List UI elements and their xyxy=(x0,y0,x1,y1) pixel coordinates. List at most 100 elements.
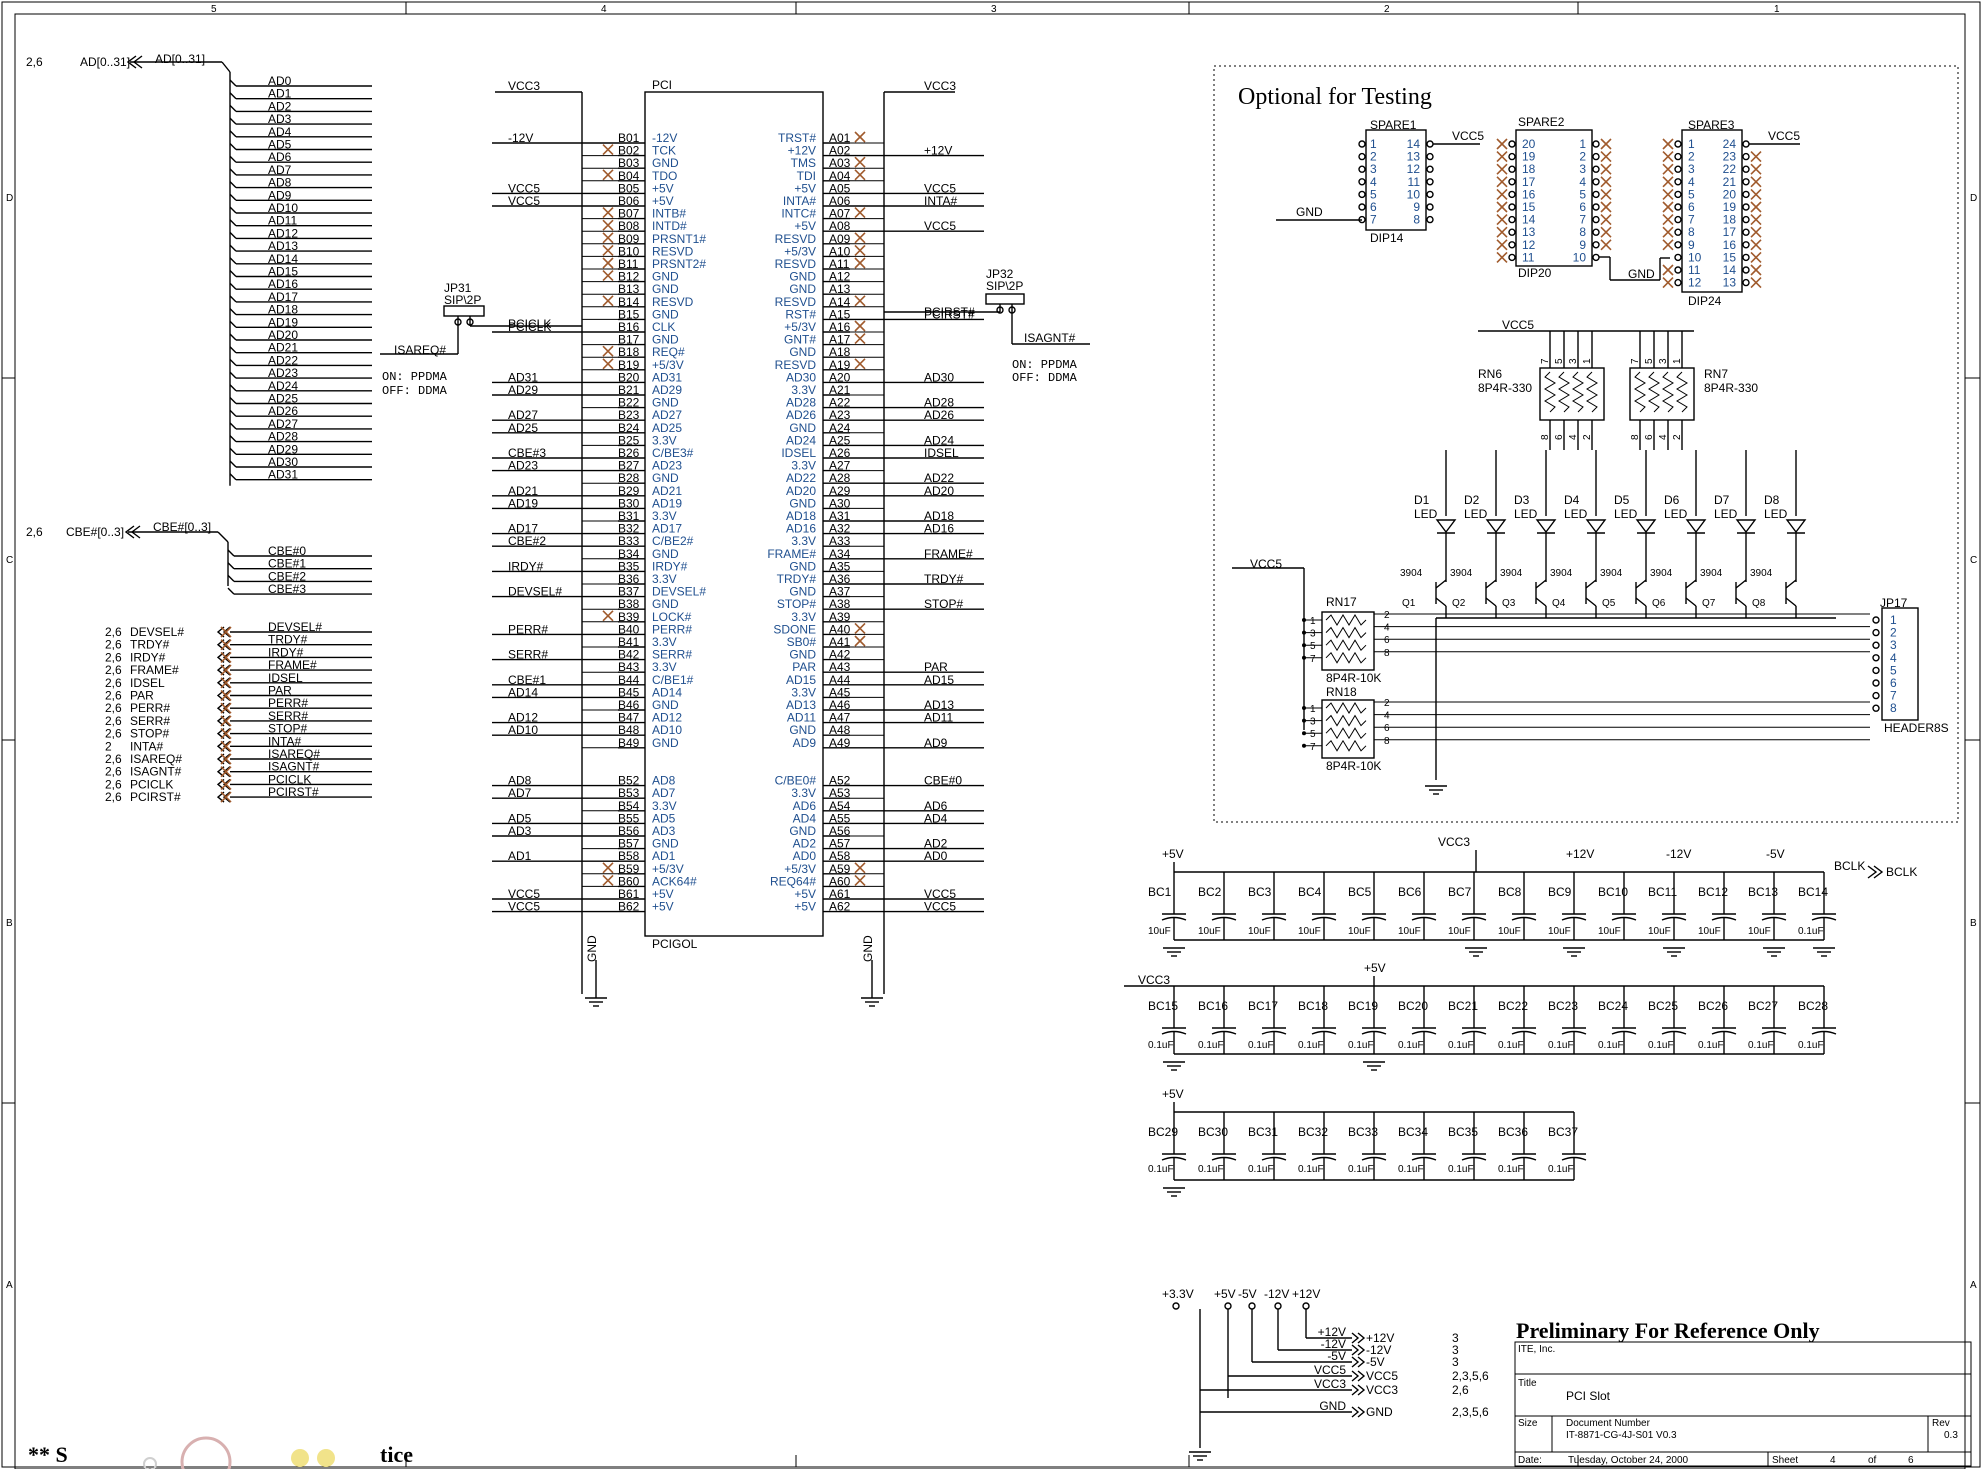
no-connect-mark xyxy=(1496,251,1508,263)
pci-pin-number: B10 xyxy=(618,244,640,258)
no-connect-mark xyxy=(1750,264,1762,276)
title-block: Preliminary For Reference Only ITE, Inc.… xyxy=(1514,1318,1972,1467)
pci-pin-number: B09 xyxy=(618,232,640,246)
no-connect-mark xyxy=(220,626,232,638)
capacitor-plate xyxy=(1361,1030,1387,1035)
power-port-label: -5V xyxy=(1366,1355,1385,1369)
no-connect-mark xyxy=(220,715,232,727)
pci-pin-number: B45 xyxy=(618,685,640,699)
spare2-body xyxy=(1515,129,1593,267)
spare2-pin-left: 18 xyxy=(1522,162,1536,176)
rn6-value: 8P4R-330 xyxy=(1478,381,1532,395)
pci-pin-signal: +5V xyxy=(652,887,674,901)
pci-pin-signal: RESVD xyxy=(775,232,817,246)
transistor-value: 3904 xyxy=(1550,568,1573,579)
pci-pin-signal: AD14 xyxy=(652,685,682,699)
pci-net-label: AD17 xyxy=(508,522,538,536)
capacitor-value: 10uF xyxy=(1198,926,1221,937)
capacitor-plate xyxy=(1711,1030,1737,1035)
rn17-pin-right: 2 xyxy=(1384,610,1390,621)
ctrl-signal-ref: 2,6 xyxy=(105,663,122,677)
junction-dot xyxy=(1302,630,1306,635)
pci-net-label: AD8 xyxy=(508,774,532,788)
pci-pin-number: A56 xyxy=(829,824,851,838)
pci-pin-number: B54 xyxy=(618,799,640,813)
cap-net-label: -12V xyxy=(1666,847,1691,861)
pci-pin-signal: REQ64# xyxy=(770,874,816,888)
pci-pin-number: B37 xyxy=(618,585,640,599)
pci-pin-signal: RESVD xyxy=(775,295,817,309)
capacitor-plate xyxy=(1761,916,1787,921)
power-rail-label: -5V xyxy=(1238,1287,1257,1301)
spare3-pin-right: 18 xyxy=(1723,213,1737,227)
capacitor-plate xyxy=(1211,1030,1237,1035)
no-connect-mark xyxy=(854,333,866,345)
pci-pin-signal: 3.3V xyxy=(652,572,677,586)
ad-bus-line-label: AD26 xyxy=(268,404,298,418)
capacitor-ref: BC29 xyxy=(1148,1125,1178,1139)
ctrl-signal-net: IRDY# xyxy=(268,645,304,659)
led-value: LED xyxy=(1714,507,1738,521)
pci-pin-signal: GND xyxy=(652,270,679,284)
rn17-value: 8P4R-10K xyxy=(1326,671,1381,685)
ctrl-signal-ref-name: DEVSEL# xyxy=(130,625,184,639)
sheet-title: PCI Slot xyxy=(1566,1389,1611,1403)
no-connect-mark xyxy=(1750,214,1762,226)
pci-pin-number: B05 xyxy=(618,181,640,195)
spare1-type: DIP14 xyxy=(1370,231,1404,245)
spare2-pin-right: 7 xyxy=(1579,213,1586,227)
no-connect-mark xyxy=(1600,163,1612,175)
rn6-resistor xyxy=(1586,371,1598,413)
pci-pin-number: A28 xyxy=(829,471,851,485)
spare1-pin-right: 8 xyxy=(1413,213,1420,227)
ad-bus-name: AD[0..31] xyxy=(80,55,130,69)
no-connect-mark xyxy=(1662,151,1674,163)
capacitor-plate xyxy=(1561,916,1587,921)
rn6-pin-bottom: 8 xyxy=(1540,434,1551,440)
jp17-type: HEADER8S xyxy=(1884,721,1949,735)
ad-bus-line-label: AD30 xyxy=(268,455,298,469)
junction-dot xyxy=(1302,618,1306,622)
led-symbol xyxy=(1585,519,1607,534)
pci-pin-number: B03 xyxy=(618,156,640,170)
cap-net-label: BCLK xyxy=(1886,865,1917,879)
pci-net-label: AD24 xyxy=(924,433,954,447)
no-connect-mark xyxy=(854,244,866,256)
spare1-pin-left: 6 xyxy=(1370,200,1377,214)
testing-title: Optional for Testing xyxy=(1238,84,1432,110)
pci-pin-number: B48 xyxy=(618,723,640,737)
pci-net-label: VCC5 xyxy=(924,219,956,233)
capacitor-plate xyxy=(1161,916,1187,921)
cbe-bus-line-label: CBE#3 xyxy=(268,582,306,596)
pci-pin-signal: -12V xyxy=(652,131,677,145)
spare2-pin-right: 2 xyxy=(1579,150,1586,164)
led-ref: D8 xyxy=(1764,493,1780,507)
pci-pin-signal: AD1 xyxy=(652,849,676,863)
no-connect-mark xyxy=(602,169,614,181)
no-connect-mark xyxy=(602,207,614,219)
ctrl-signal-ref: 2,6 xyxy=(105,727,122,741)
cap-net-label: VCC3 xyxy=(1138,973,1170,987)
ground-symbol xyxy=(1363,1061,1385,1071)
ctrl-signal-net: ISAGNT# xyxy=(268,760,320,774)
spare3-pin-right: 16 xyxy=(1723,238,1737,252)
pci-pin-number: B31 xyxy=(618,509,640,523)
spare1-pin-left: 2 xyxy=(1370,150,1377,164)
cbe-bus-label: CBE#[0..3] xyxy=(153,520,211,534)
pci-pin-signal: AD16 xyxy=(786,522,816,536)
rn18-pin-left: 1 xyxy=(1310,704,1316,715)
capacitor-value: 10uF xyxy=(1698,926,1721,937)
jp17-ref: JP17 xyxy=(1880,596,1908,610)
no-connect-mark xyxy=(220,778,232,790)
ctrl-signal-ref: 2 xyxy=(105,739,112,753)
footer-right: tice xyxy=(380,1442,413,1467)
pci-pin-number: A21 xyxy=(829,383,851,397)
no-connect-mark xyxy=(1600,151,1612,163)
spare2-pin-left: 17 xyxy=(1522,175,1536,189)
junction-dot xyxy=(1302,718,1306,723)
pci-pin-number: A10 xyxy=(829,244,851,258)
pci-pin-signal: AD23 xyxy=(652,459,682,473)
pci-pin-number: B57 xyxy=(618,837,640,851)
capacitor-value: 0.1uF xyxy=(1148,1040,1174,1051)
size-label: Size xyxy=(1518,1418,1538,1429)
